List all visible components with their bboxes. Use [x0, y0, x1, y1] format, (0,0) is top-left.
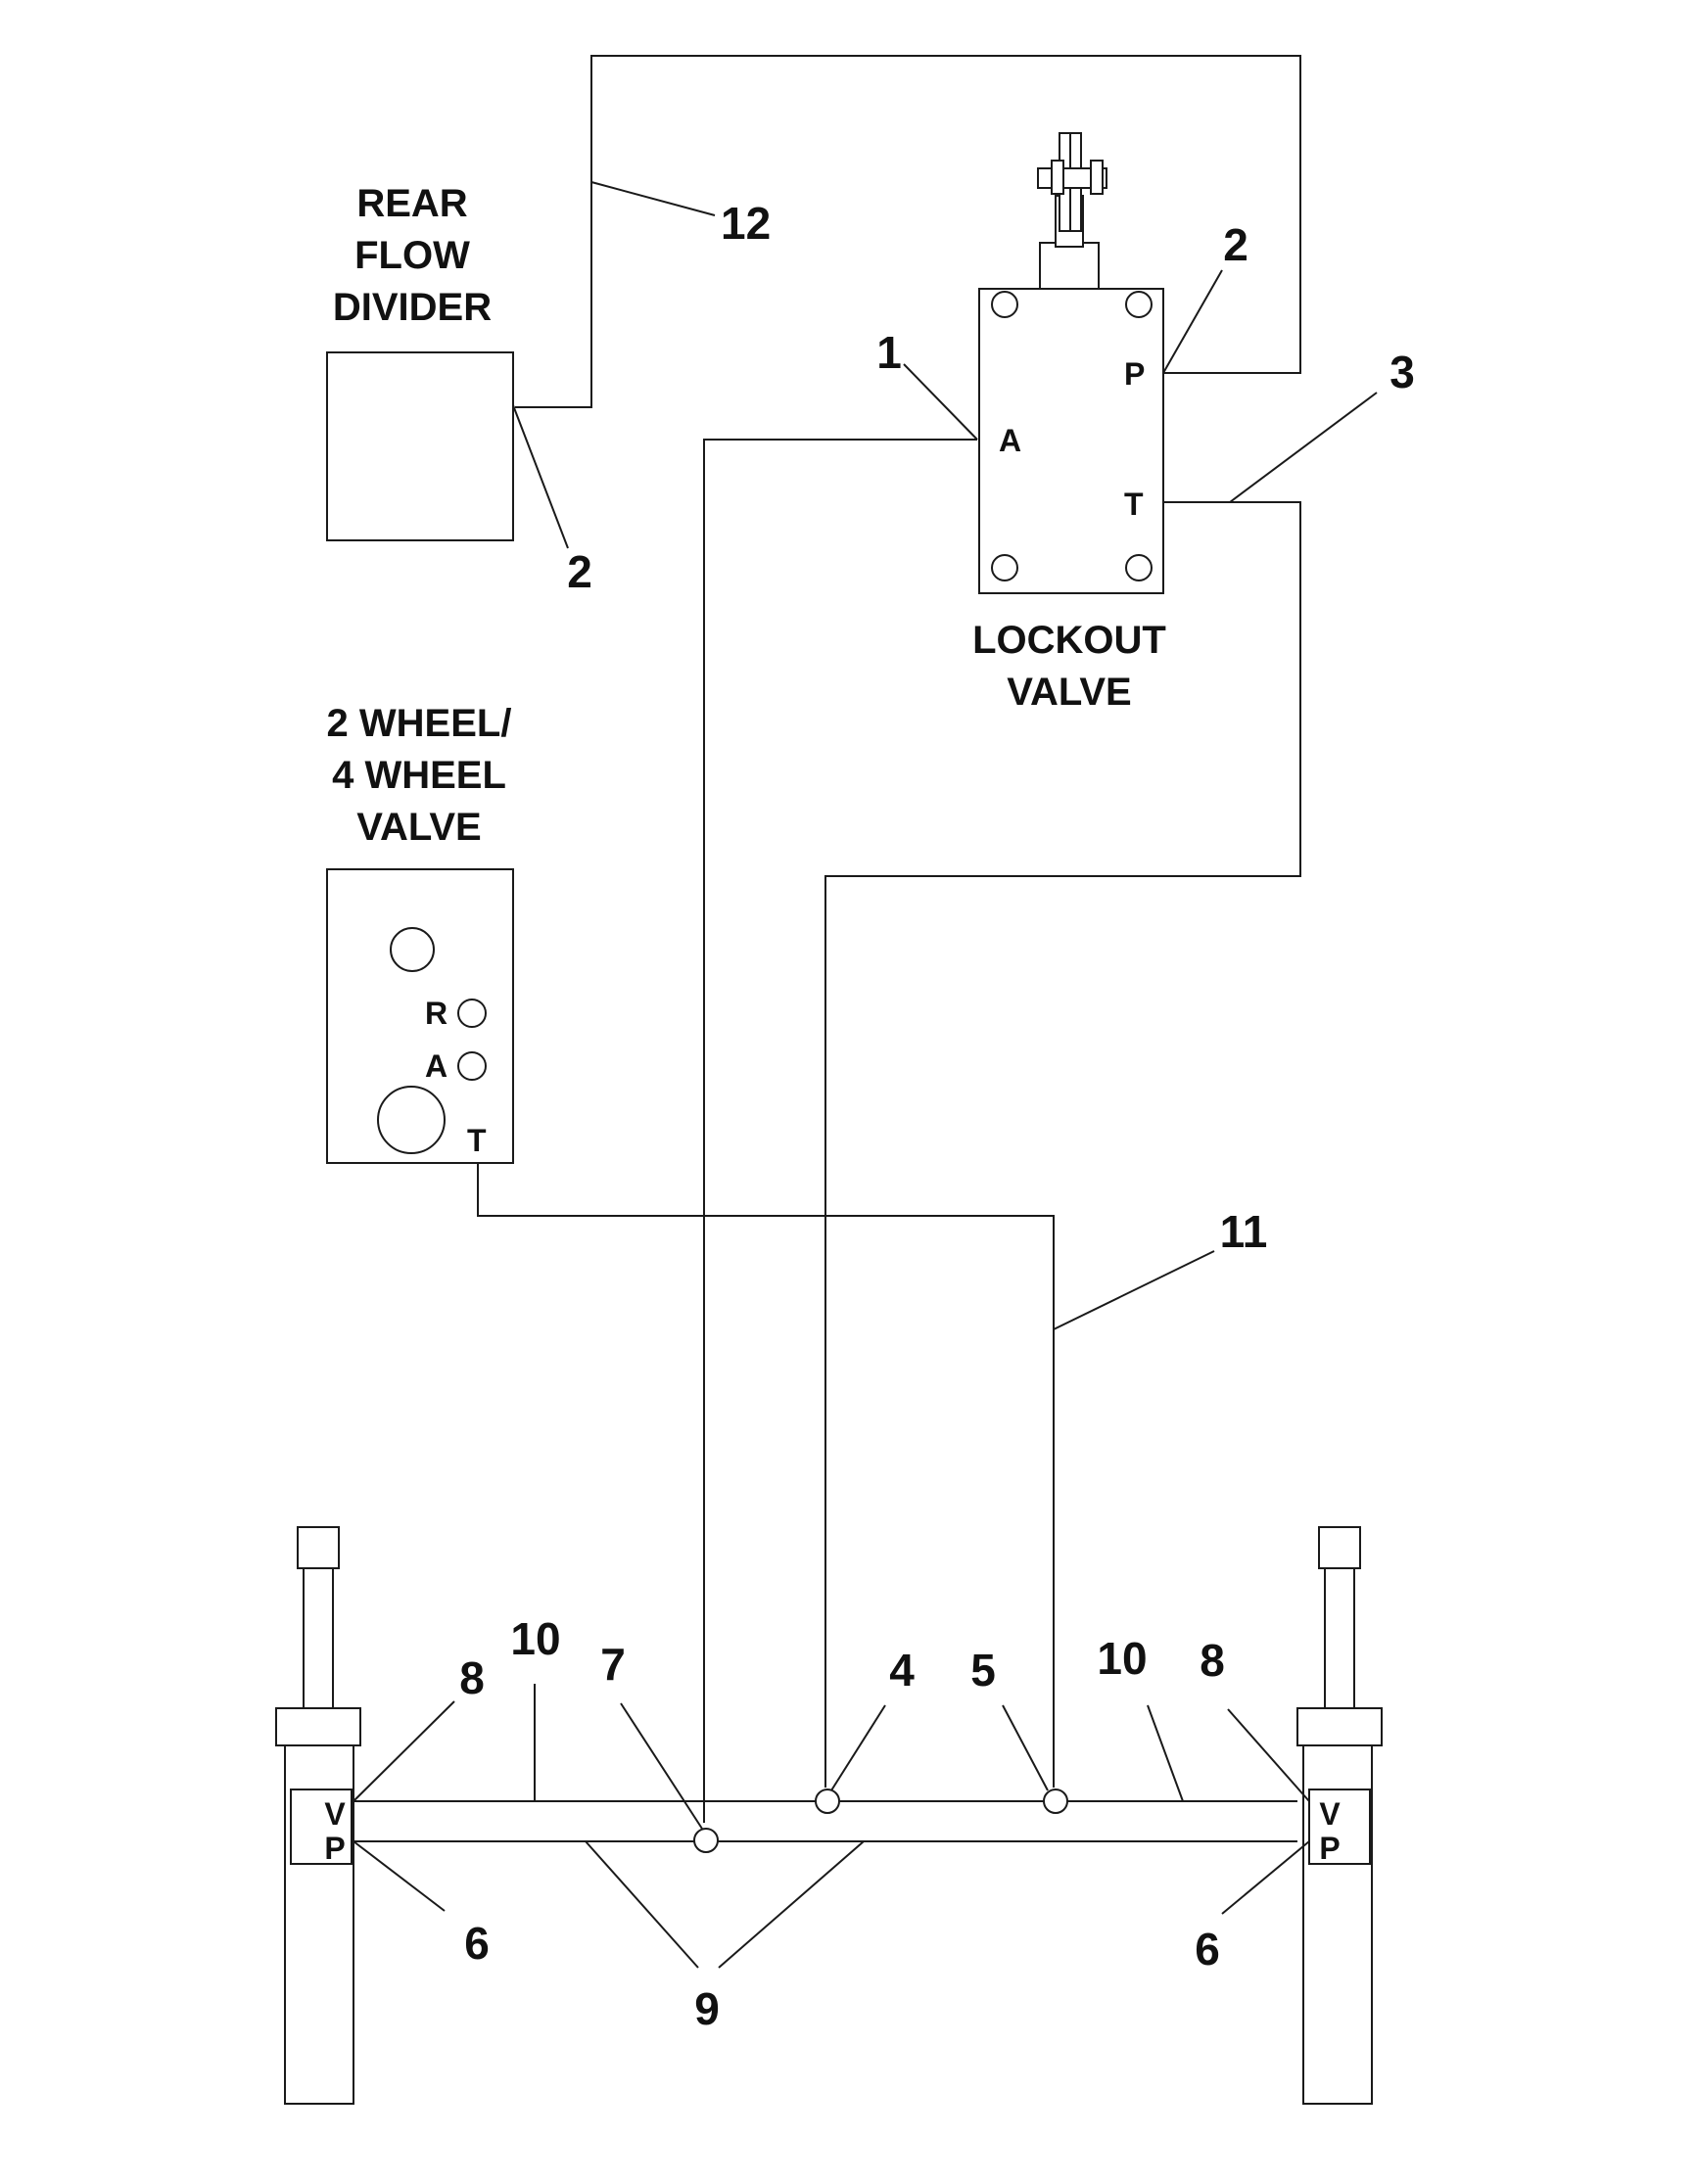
lockout-port-p-label: P	[1124, 356, 1145, 392]
port-circle-icon	[390, 927, 435, 972]
wheel-valve-title-line-1: 2 WHEEL/	[327, 702, 512, 745]
callout-1: 1	[876, 327, 902, 378]
callout-2-lockout: 2	[1223, 219, 1248, 270]
lockout-port-a-label: A	[999, 423, 1021, 458]
fitting-7-icon	[693, 1828, 719, 1853]
right-cylinder: V P	[1296, 1526, 1383, 2105]
rear-flow-divider-title-line-1: REAR	[356, 182, 467, 225]
callout-2-divider: 2	[567, 546, 592, 597]
callout-3: 3	[1389, 347, 1415, 397]
fitting-4-icon	[815, 1789, 840, 1814]
callout-8-left: 8	[459, 1652, 485, 1703]
port-circle-icon	[377, 1086, 446, 1154]
lockout-port-t-label: T	[1124, 487, 1144, 522]
wheel-valve-title-line-2: 4 WHEEL	[332, 754, 506, 797]
right-cylinder-port-v-label: V	[1319, 1796, 1341, 1832]
line-12-divider-to-lockout-p	[515, 55, 1301, 408]
lockout-valve-title-line-1: LOCKOUT	[972, 619, 1166, 662]
callout-7: 7	[600, 1639, 626, 1690]
port-a-icon	[457, 1051, 487, 1081]
callout-10-left: 10	[510, 1613, 560, 1664]
left-cylinder: V P	[275, 1526, 361, 2105]
right-cylinder-port-p-label: P	[1319, 1831, 1340, 1866]
left-cylinder-port-block	[290, 1789, 353, 1865]
lockout-valve-clevis	[1037, 132, 1107, 291]
callout-9: 9	[694, 1983, 720, 2034]
fitting-5-icon	[1043, 1789, 1068, 1814]
callout-6-left: 6	[464, 1918, 490, 1969]
mount-hole-icon	[991, 554, 1018, 581]
callouts: 12 2 2 1 3 11 10 10 8 8 7 4 5 6 6 9	[459, 198, 1415, 2034]
lockout-valve-body	[978, 288, 1164, 594]
mount-hole-icon	[1125, 291, 1153, 318]
fittings	[693, 1789, 1068, 1853]
wheel-valve-port-a-label: A	[425, 1048, 447, 1084]
line-1-lockout-a-to-port-7	[703, 439, 977, 1823]
line-3-lockout-t-to-port-4	[824, 501, 1301, 1788]
callout-12: 12	[721, 198, 771, 249]
callout-11: 11	[1220, 1206, 1268, 1257]
callout-10-right: 10	[1097, 1633, 1147, 1684]
callout-5: 5	[970, 1645, 996, 1696]
right-cylinder-port-block	[1308, 1789, 1371, 1865]
callout-6-right: 6	[1195, 1924, 1220, 1975]
lockout-valve-title-line-2: VALVE	[1007, 671, 1131, 714]
line-11-wheel-valve-t-to-port-5	[477, 1163, 1055, 1788]
wheel-valve-port-r-label: R	[425, 996, 447, 1031]
port-r-icon	[457, 999, 487, 1028]
mount-hole-icon	[991, 291, 1018, 318]
callout-4: 4	[889, 1645, 915, 1696]
rear-flow-divider-body	[326, 351, 514, 541]
rear-flow-divider-title-line-3: DIVIDER	[333, 286, 492, 329]
mount-hole-icon	[1125, 554, 1153, 581]
leader-lines	[353, 181, 1378, 1969]
callout-8-right: 8	[1200, 1635, 1225, 1686]
wheel-valve-title-line-3: VALVE	[356, 806, 481, 849]
rear-flow-divider: REAR FLOW DIVIDER	[326, 182, 514, 541]
wheel-valve-port-t-label: T	[467, 1123, 487, 1158]
lockout-valve: A P T LOCKOUT VALVE	[972, 132, 1166, 714]
left-cylinder-port-v-label: V	[324, 1796, 346, 1832]
left-cylinder-port-p-label: P	[324, 1831, 345, 1866]
wheel-valve: 2 WHEEL/ 4 WHEEL VALVE R A T	[326, 702, 514, 1164]
rear-flow-divider-title-line-2: FLOW	[354, 234, 470, 277]
